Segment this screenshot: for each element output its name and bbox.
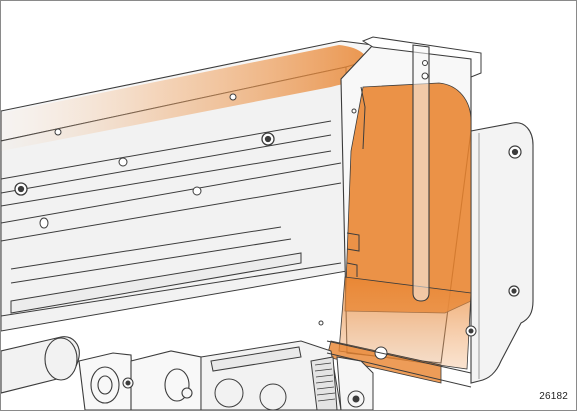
highlight-vertical-panel — [344, 82, 472, 314]
screw-holes — [39, 93, 237, 229]
right-latch — [336, 356, 374, 410]
bracket-top-lip — [361, 36, 482, 78]
front-rails — [1, 120, 342, 317]
gear-assembly — [200, 340, 342, 410]
lower-channel — [10, 252, 302, 314]
figure-number: 26182 — [539, 391, 568, 402]
screw-heads — [14, 132, 275, 196]
roller-left — [1, 336, 80, 394]
end-plate-screws — [508, 145, 522, 297]
gear-teeth — [314, 362, 336, 402]
highlight-top-strip — [1, 45, 373, 151]
end-plate — [470, 122, 534, 384]
bracket-details — [346, 86, 366, 277]
shaft-housing — [78, 350, 202, 410]
slider-bar — [412, 44, 430, 302]
slider-holes — [421, 60, 429, 80]
bracket-small-holes — [318, 108, 477, 360]
base-rail — [326, 340, 472, 388]
